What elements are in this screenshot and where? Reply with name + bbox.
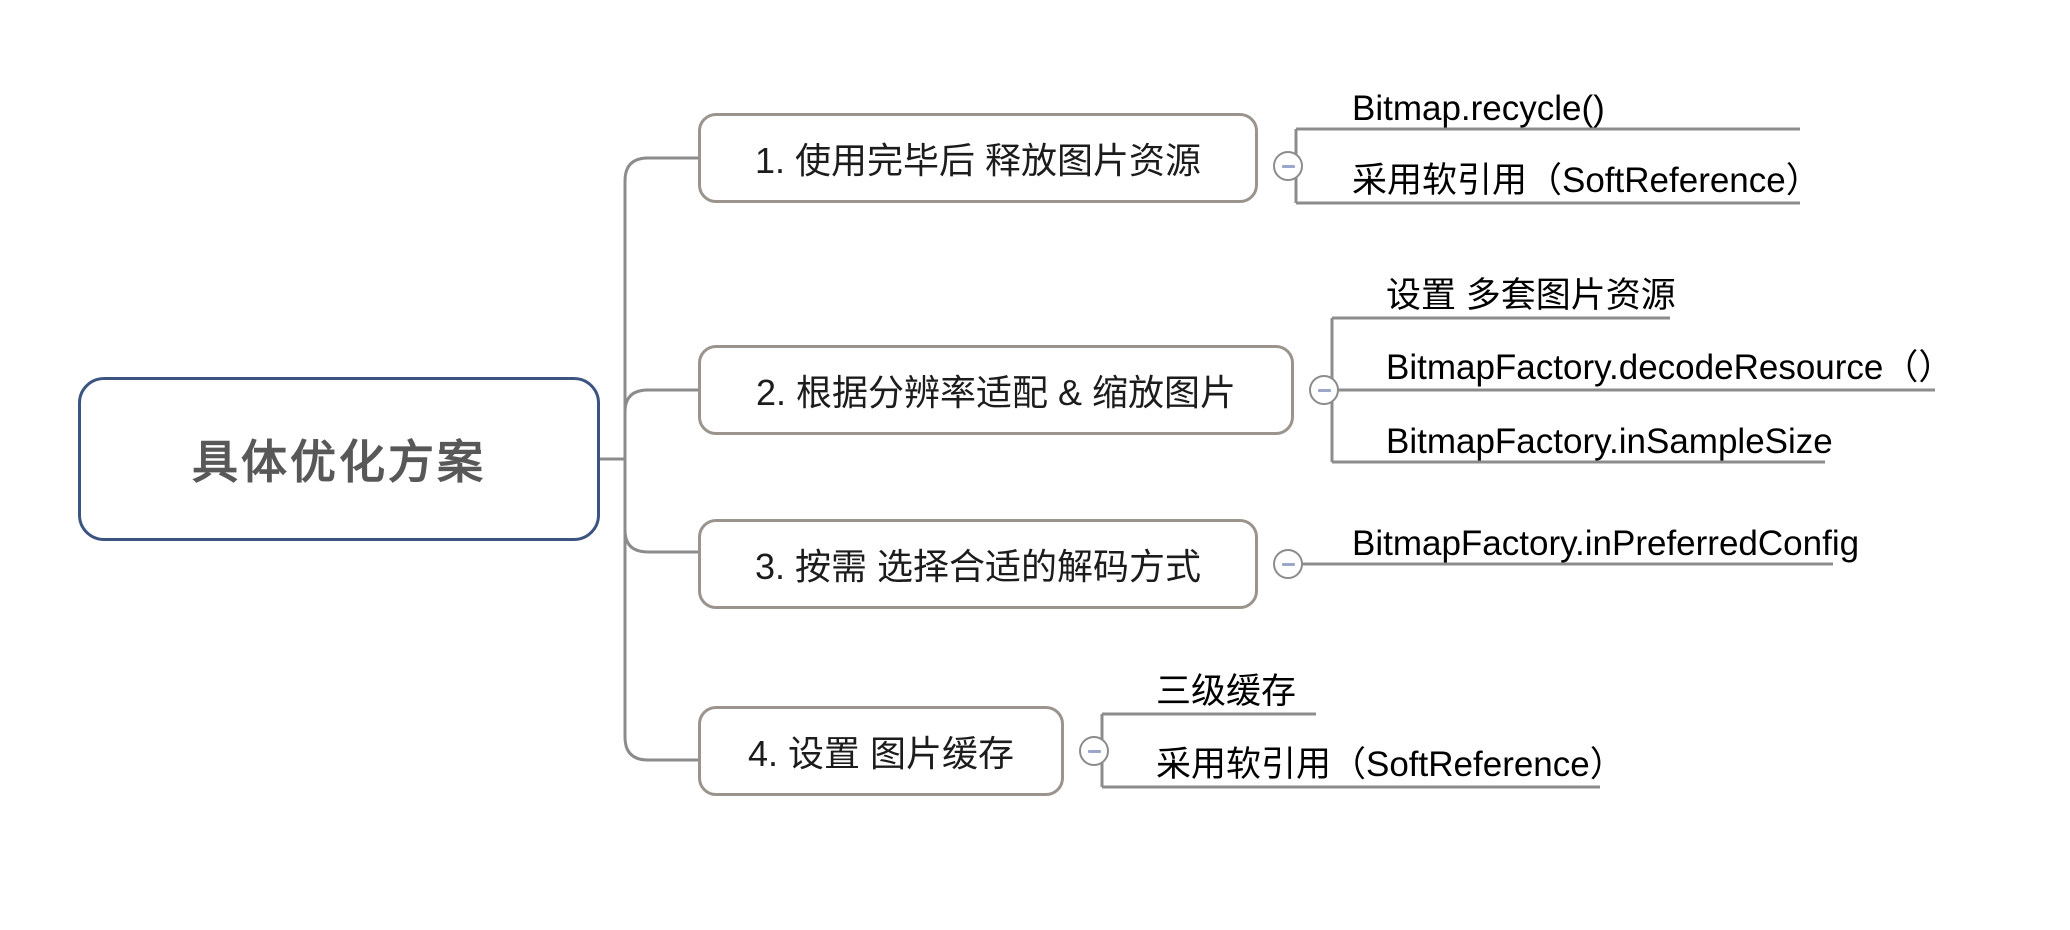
leaf-4-2-label: 采用软引用（SoftReference） <box>1156 745 1625 784</box>
leaf-1-1[interactable]: Bitmap.recycle() <box>1352 75 1605 129</box>
minus-circle-icon-branch-4[interactable] <box>1079 736 1109 766</box>
minus-circle-icon-branch-3[interactable] <box>1273 549 1303 579</box>
leaf-2-1-label: 设置 多套图片资源 <box>1386 276 1676 315</box>
leaf-2-2[interactable]: BitmapFactory.decodeResource（） <box>1386 336 1953 390</box>
minus-circle-icon-branch-1[interactable] <box>1273 151 1303 181</box>
root-node[interactable]: 具体优化方案 <box>78 377 600 541</box>
minus-circle-icon-branch-2[interactable] <box>1309 375 1339 405</box>
branch-node-4-label: 4. 设置 图片缓存 <box>747 733 1015 774</box>
minus-glyph <box>1087 749 1101 753</box>
leaf-1-2[interactable]: 采用软引用（SoftReference） <box>1352 149 1821 203</box>
branch-node-1[interactable]: 1. 使用完毕后 释放图片资源 <box>698 113 1258 203</box>
leaf-2-2-label: BitmapFactory.decodeResource（） <box>1386 348 1954 387</box>
branch-node-3-label: 3. 按需 选择合适的解码方式 <box>754 546 1202 587</box>
leaf-2-1[interactable]: 设置 多套图片资源 <box>1386 264 1676 318</box>
leaf-4-1[interactable]: 三级缓存 <box>1156 660 1296 714</box>
branch-node-4[interactable]: 4. 设置 图片缓存 <box>698 706 1064 796</box>
leaf-3-1-label: BitmapFactory.inPreferredConfig <box>1352 524 1860 563</box>
leaf-2-3-label: BitmapFactory.inSampleSize <box>1386 422 1833 461</box>
minus-glyph <box>1317 388 1331 392</box>
leaf-4-2[interactable]: 采用软引用（SoftReference） <box>1156 733 1625 787</box>
leaf-2-3[interactable]: BitmapFactory.inSampleSize <box>1386 408 1833 462</box>
leaf-1-1-label: Bitmap.recycle() <box>1352 89 1605 128</box>
leaf-4-1-label: 三级缓存 <box>1156 672 1297 711</box>
minus-glyph <box>1281 164 1295 168</box>
branch-node-1-label: 1. 使用完毕后 释放图片资源 <box>754 140 1202 181</box>
branch-node-2[interactable]: 2. 根据分辨率适配 & 缩放图片 <box>698 345 1294 435</box>
minus-glyph <box>1281 562 1295 566</box>
branch-node-3[interactable]: 3. 按需 选择合适的解码方式 <box>698 519 1258 609</box>
leaf-1-2-label: 采用软引用（SoftReference） <box>1352 161 1821 200</box>
branch-node-2-label: 2. 根据分辨率适配 & 缩放图片 <box>755 372 1237 413</box>
root-node-label: 具体优化方案 <box>192 436 486 488</box>
leaf-3-1[interactable]: BitmapFactory.inPreferredConfig <box>1352 510 1859 564</box>
